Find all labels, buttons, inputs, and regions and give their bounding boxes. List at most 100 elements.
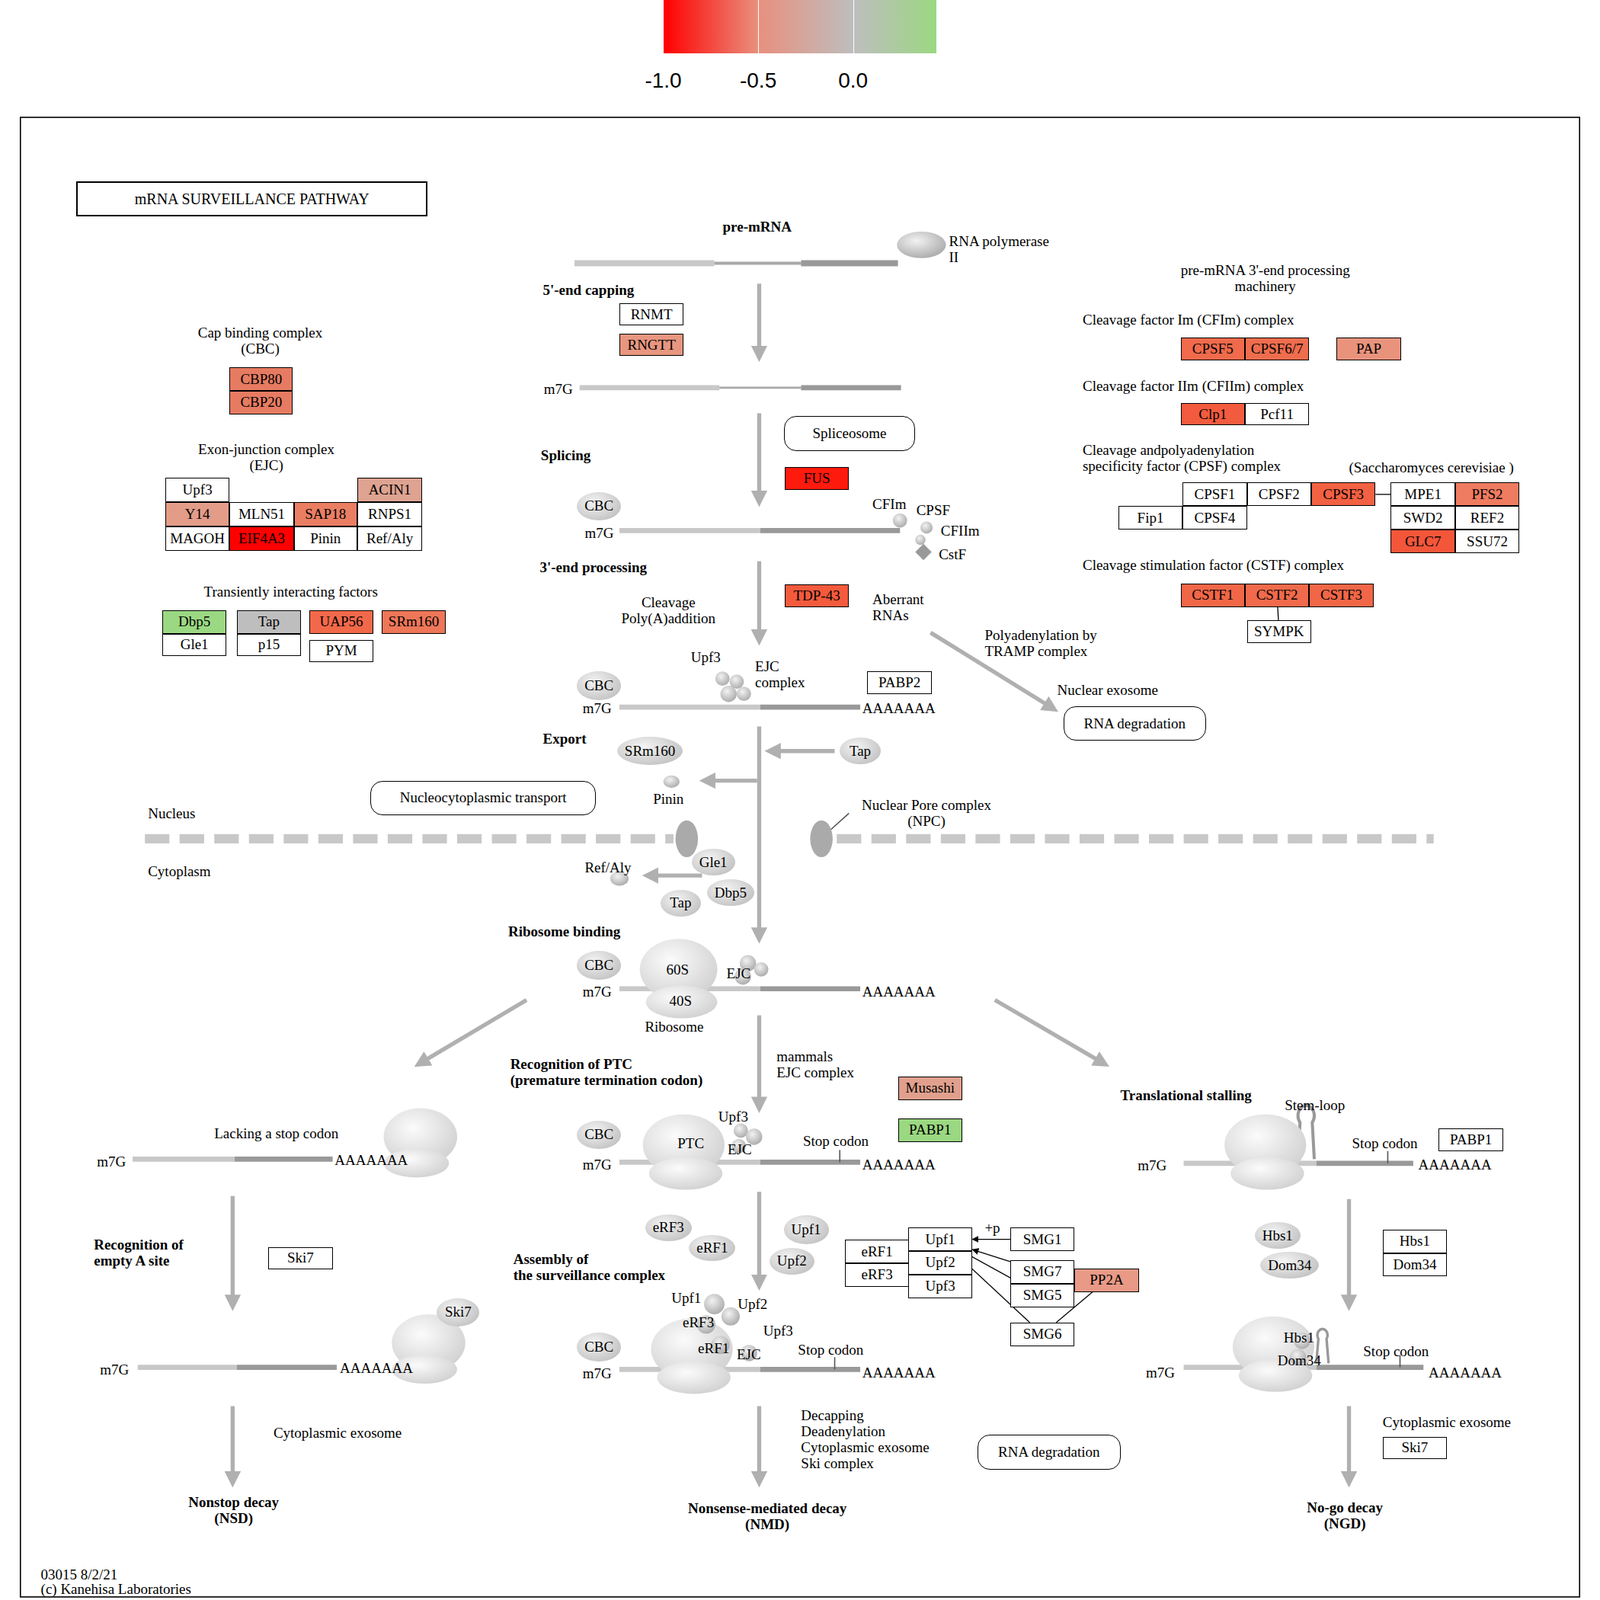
pathway-label: EJC complex — [755, 658, 805, 691]
gene-box: Ski7 — [1382, 1436, 1447, 1460]
ribosome — [657, 1361, 731, 1395]
gene-box: RNGTT — [619, 333, 684, 356]
node-text: CBP80 — [240, 371, 282, 388]
pathway-label: Recognition of PTC (premature terminatio… — [510, 1056, 704, 1088]
pathway-label: m7G — [544, 380, 573, 397]
gene-box: FUS — [784, 467, 849, 490]
pathway-label: Upf3 — [691, 649, 721, 666]
node-text: Hbs1 — [1399, 1233, 1431, 1249]
node-text: CBC — [584, 498, 614, 514]
label-line: Cytoplasmic exosome — [273, 1424, 402, 1441]
pathway-label: +p — [984, 1219, 1000, 1236]
gene-box: SMG1 — [1010, 1227, 1075, 1252]
pathway-label: 3'-end processing — [539, 559, 647, 576]
label-line: pre-mRNA 3'-end processing — [1180, 262, 1351, 279]
mrna-strand — [137, 1364, 237, 1370]
label-line: AAAAAAA — [862, 1156, 936, 1173]
label-line: Stop codon — [803, 1132, 869, 1149]
pathway-label: mammals EJC complex — [776, 1048, 855, 1081]
pathway-label: Nuclear Pore complex (NPC) — [861, 796, 992, 829]
label-line: 5'-end capping — [543, 281, 635, 298]
node-text: CSTF3 — [1320, 587, 1363, 603]
node-text: Gle1 — [699, 854, 728, 871]
label-line: the surveillance complex — [513, 1267, 666, 1284]
pathway-label: Stop codon — [1352, 1135, 1418, 1152]
legend-swatch — [663, 0, 759, 54]
node-text: Dom34 — [1267, 1257, 1312, 1274]
leader-line — [828, 812, 850, 832]
protein-blob: Gle1 — [691, 848, 736, 876]
protein-blob: CBC — [576, 1120, 621, 1150]
gene-box: Gle1 — [162, 633, 227, 656]
node-text: PP2A — [1089, 1272, 1124, 1288]
pathway-label: EJC — [726, 965, 752, 982]
pathway-label: Aberrant RNAs — [872, 591, 925, 624]
node-text: RNPS1 — [368, 506, 412, 522]
gene-box: Tap — [236, 610, 301, 634]
pathway-label: Cytoplasmic exosome — [273, 1424, 402, 1441]
node-text: PAP — [1356, 341, 1382, 357]
pathway-label: AAAAAAA — [334, 1152, 408, 1168]
flow-arrow — [230, 1406, 235, 1483]
label-line: Stem-loop — [1284, 1097, 1345, 1114]
label-line: Cytoplasm — [147, 863, 211, 880]
pathway-label: 60S — [666, 961, 690, 978]
label-line: eRF3 — [682, 1314, 714, 1331]
gene-box: Fip1 — [1118, 505, 1183, 530]
flow-arrow — [704, 778, 758, 783]
label-line: TRAMP complex — [984, 643, 1097, 660]
legend-label: -0.5 — [739, 68, 777, 93]
pathway-label: Exon-junction complex (EJC) — [198, 441, 335, 474]
flow-arrow — [757, 1015, 762, 1109]
pathway-label: AAAAAAA — [862, 700, 936, 717]
label-line: Transiently interacting factors — [204, 583, 378, 600]
node-text: ACIN1 — [368, 482, 412, 498]
gene-box: GLC7 — [1390, 529, 1455, 554]
node-text: Upf3 — [182, 482, 213, 498]
process-box: Nucleocytoplasmic transport — [370, 780, 596, 816]
flow-arrow — [757, 283, 762, 357]
label-line: m7G — [582, 1365, 612, 1382]
flow-arrow — [646, 873, 702, 877]
protein-blob: Upf1 — [784, 1215, 829, 1245]
label-line: eRF1 — [697, 1340, 730, 1357]
node-text: RNMT — [630, 307, 673, 323]
legend-swatch — [758, 0, 854, 54]
pathway-label: Cap binding complex (CBC) — [198, 324, 324, 357]
node-text: Upf2 — [777, 1253, 807, 1269]
label-line: Dom34 — [1277, 1352, 1322, 1369]
label-line: Polyadenylation by — [984, 627, 1097, 644]
pathway-label: Cleavage andpolyadenylation specificity … — [1082, 441, 1281, 474]
pathway-label: Nonstop decay (NSD) — [188, 1494, 279, 1527]
mrna-strand — [579, 385, 720, 391]
process-box: Spliceosome — [784, 416, 916, 452]
relation-line — [1375, 493, 1391, 495]
gene-box: RNMT — [619, 303, 684, 326]
node-text: eRF3 — [861, 1267, 893, 1283]
pathway-label: CFIIm — [940, 522, 980, 539]
pathway-label: RNA polymerase II — [949, 233, 1050, 266]
pathway-label: Upf1 — [671, 1289, 701, 1306]
factor-blob — [915, 544, 932, 560]
node-text: Spliceosome — [812, 425, 887, 442]
node-text: CSTF1 — [1191, 587, 1234, 603]
node-text: CBC — [584, 1339, 614, 1355]
label-line: Upf2 — [737, 1296, 768, 1312]
node-text: RNA degradation — [1084, 716, 1187, 732]
gene-box: CBP20 — [229, 390, 293, 415]
label-line: 3'-end processing — [539, 559, 647, 576]
pathway-label: 5'-end capping — [543, 281, 635, 298]
node-text: Upf1 — [791, 1222, 822, 1238]
gene-box: CPSF3 — [1311, 482, 1376, 506]
mrna-strand — [760, 704, 861, 711]
gene-box: SSU72 — [1455, 529, 1520, 554]
mrna-strand — [574, 260, 714, 267]
pathway-label: Ref/Aly — [584, 859, 631, 876]
node-text: Ski7 — [287, 1250, 314, 1266]
protein-blob: eRF3 — [645, 1214, 692, 1242]
label-line: CFIIm — [940, 522, 980, 539]
flow-arrow — [230, 1196, 235, 1307]
pathway-label: Nuclear exosome — [1057, 681, 1159, 698]
label-line: EJC — [727, 1141, 752, 1158]
pathway-label: Cytoplasm — [147, 863, 211, 880]
